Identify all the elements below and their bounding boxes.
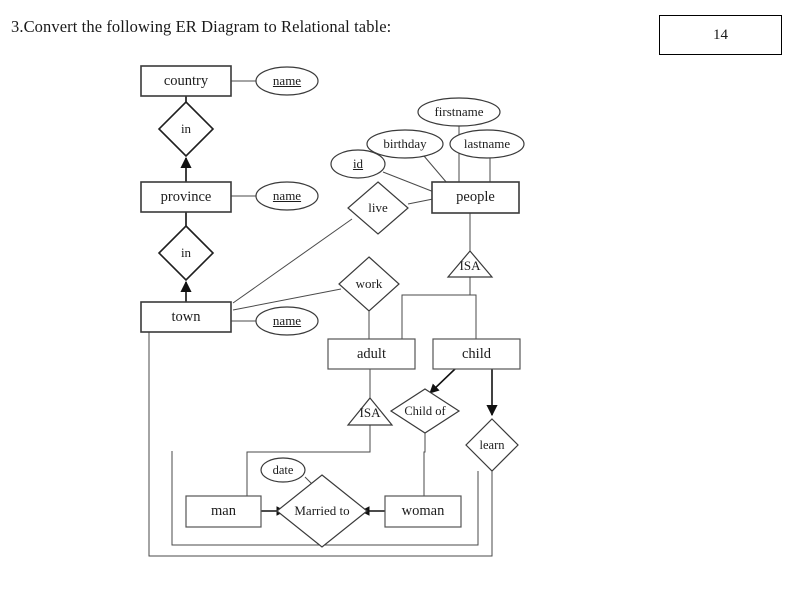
edge-people-live: [407, 198, 434, 205]
page-title: 3.Convert the following ER Diagram to Re…: [11, 17, 392, 36]
edge-live-town: [232, 218, 353, 304]
relationship-married-to[interactable]: [276, 474, 368, 548]
entity-man[interactable]: [185, 495, 262, 528]
edge-work-town: [232, 288, 342, 311]
relationship-in-country[interactable]: [157, 100, 215, 158]
entity-country[interactable]: [140, 65, 232, 97]
page-number-label: 14: [713, 26, 728, 43]
relationship-child-of[interactable]: [389, 388, 461, 434]
entity-town[interactable]: [140, 301, 232, 333]
attribute-married-date[interactable]: [260, 457, 306, 483]
page-number-box: 14: [659, 15, 782, 55]
entity-woman[interactable]: [384, 495, 462, 528]
entity-adult[interactable]: [327, 338, 416, 370]
attribute-people-birthday[interactable]: [366, 129, 444, 159]
edge-childof-to-woman: [423, 433, 426, 497]
attribute-people-id[interactable]: [330, 149, 386, 179]
attribute-country-name[interactable]: [255, 66, 319, 96]
attribute-town-name[interactable]: [255, 306, 319, 336]
edge-child-childof: [429, 368, 456, 394]
attribute-people-firstname[interactable]: [417, 97, 501, 127]
edge-isa2-to-man: [246, 425, 371, 497]
edge-isa-bus-child: [470, 294, 477, 339]
relationship-in-province[interactable]: [157, 224, 215, 282]
relationship-work[interactable]: [338, 256, 400, 312]
edge-town-outer-ring: [148, 332, 493, 557]
edge-people-birthday: [423, 155, 448, 184]
edge-isa-bus-adult: [401, 294, 470, 339]
relationship-live[interactable]: [347, 181, 409, 235]
attribute-province-name[interactable]: [255, 181, 319, 211]
relationship-learn[interactable]: [465, 418, 519, 472]
entity-child[interactable]: [432, 338, 521, 370]
entity-province[interactable]: [140, 181, 232, 213]
entity-people[interactable]: [431, 181, 520, 214]
isa-triangle-people[interactable]: [446, 250, 494, 278]
edge-people-id: [382, 171, 435, 193]
isa-triangle-adult[interactable]: [346, 397, 394, 426]
attribute-people-lastname[interactable]: [449, 129, 525, 159]
